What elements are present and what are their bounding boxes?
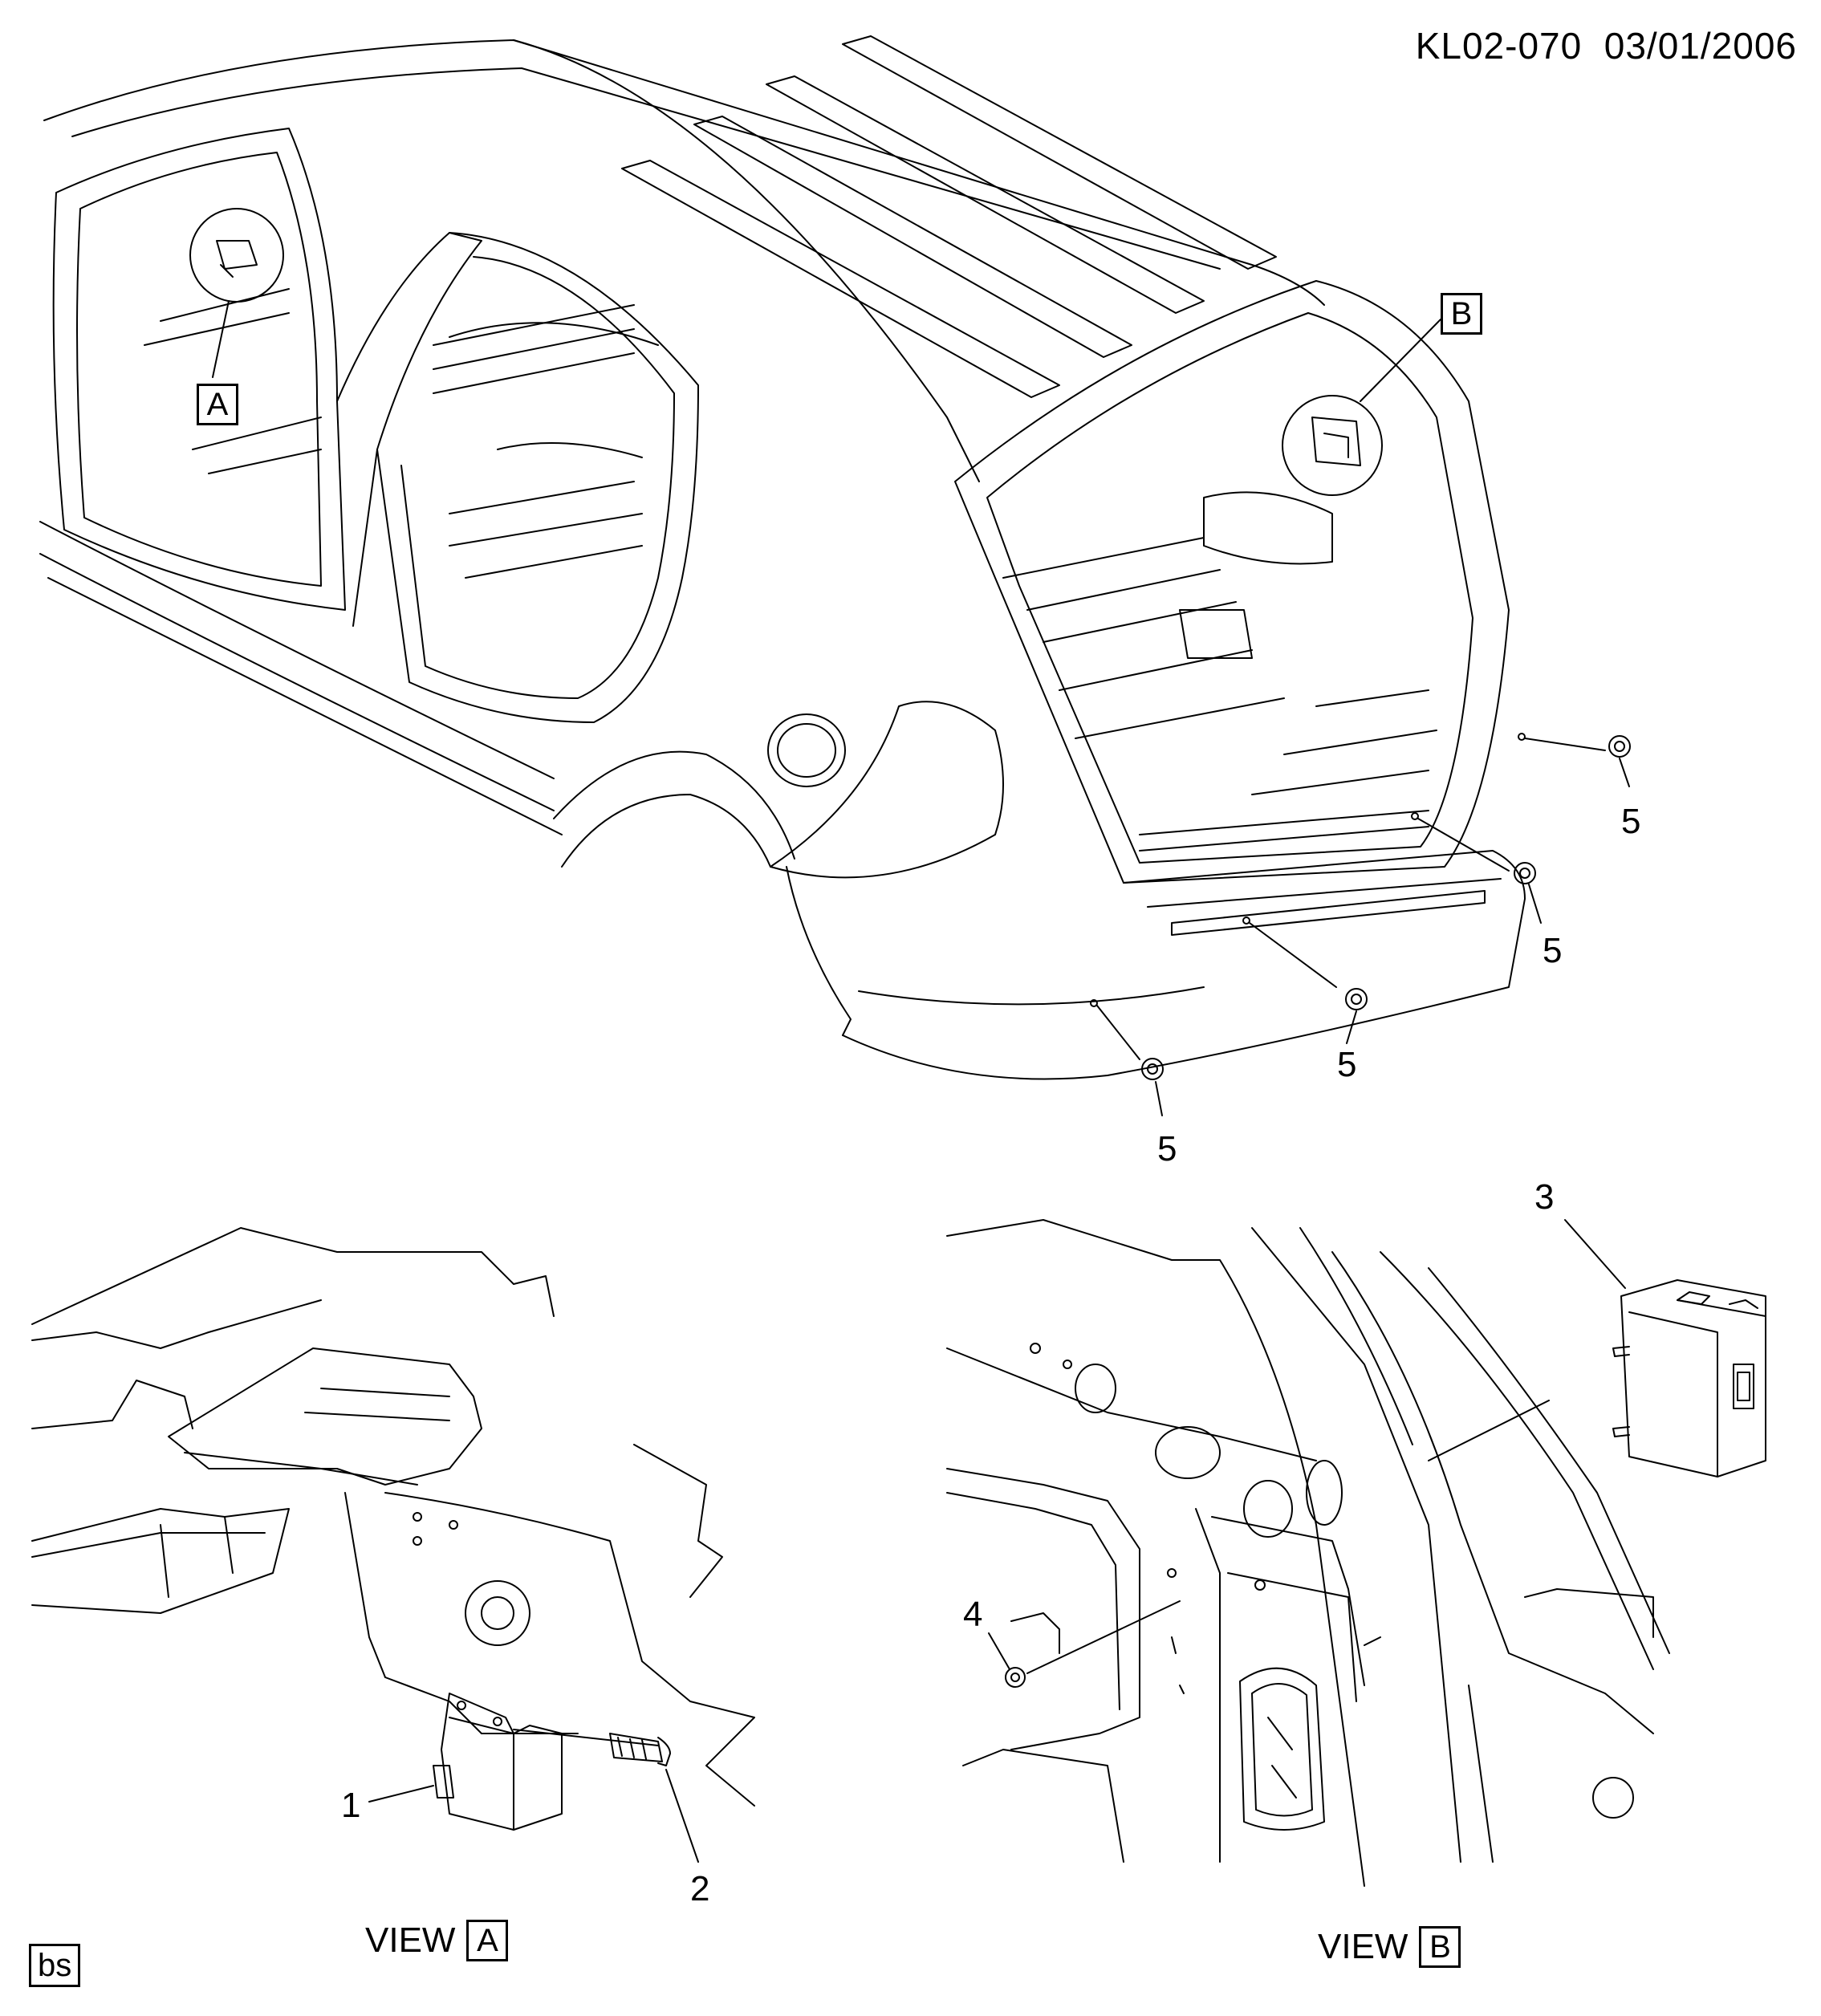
view-a-label: VIEW A (365, 1920, 509, 1961)
detail-circle-b (1282, 395, 1383, 496)
callout-5: 5 (1621, 802, 1641, 841)
callout-2-leader (665, 1769, 699, 1863)
view-b-illustration (946, 1219, 1670, 1887)
detail-marker-b: B (1441, 293, 1482, 335)
callout-2: 2 (690, 1869, 710, 1908)
push-pin-retainer-icon (1141, 735, 1631, 1116)
diagram-code: KL02-070 (1415, 25, 1583, 67)
callout-3: 3 (1534, 1177, 1555, 1217)
view-a-letter-box: A (466, 1920, 509, 1961)
detail-marker-a: A (197, 384, 238, 425)
bolt-icon (609, 1733, 671, 1766)
view-a-illustration (31, 1227, 755, 1807)
callout-5: 5 (1337, 1045, 1357, 1084)
view-a-word: VIEW (365, 1920, 456, 1960)
view-b-word: VIEW (1318, 1927, 1408, 1966)
callout-5: 5 (1157, 1129, 1177, 1169)
detail-circle-a (189, 208, 284, 303)
vehicle-body-illustration (39, 35, 1526, 1080)
callout-5: 5 (1543, 931, 1563, 970)
hex-nut-icon (1005, 1667, 1026, 1688)
footer-tag: bs (29, 1944, 81, 1987)
callout-3-leader (1564, 1219, 1626, 1289)
diagram-date: 03/01/2006 (1604, 25, 1797, 67)
fastener-leaders (1090, 733, 1606, 1060)
callout-1-leader (368, 1785, 434, 1803)
diagram-header: KL02-070 03/01/2006 (1416, 24, 1797, 67)
callout-1: 1 (341, 1786, 361, 1825)
callout-4-leader (988, 1632, 1010, 1670)
electronic-control-module-icon (1612, 1279, 1766, 1477)
view-b-letter-box: B (1419, 1926, 1461, 1968)
relay-module-icon (433, 1693, 659, 1831)
view-b-label: VIEW B (1318, 1926, 1461, 1968)
callout-4: 4 (963, 1595, 983, 1634)
